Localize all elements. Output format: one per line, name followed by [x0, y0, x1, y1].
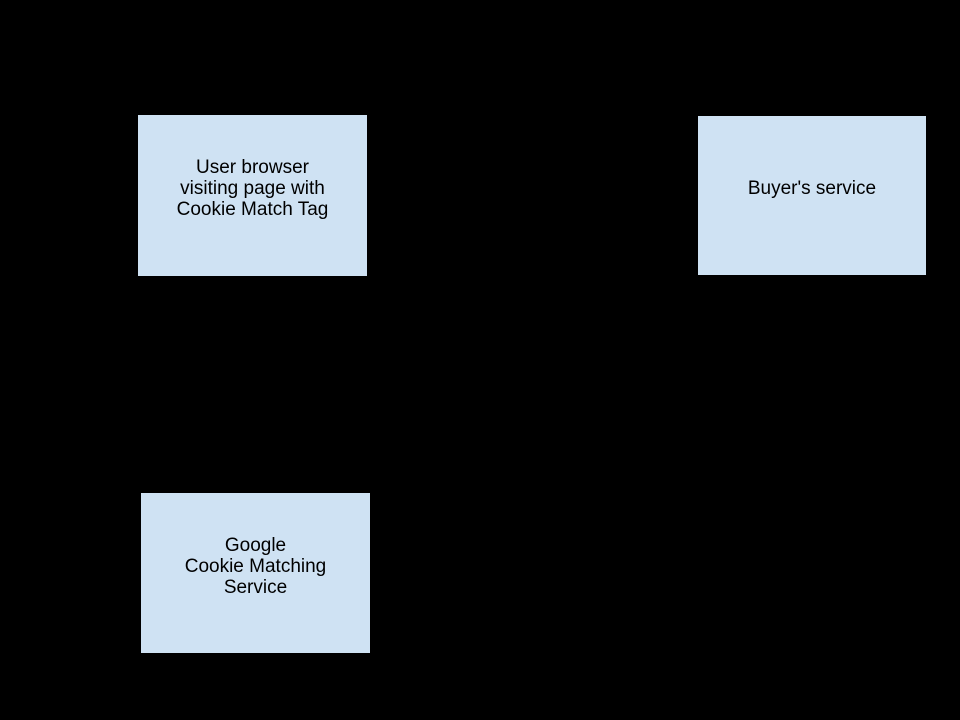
- node-buyers-service-label: Buyer's service: [747, 178, 877, 199]
- node-google-cookie-matching-service-label: Google Cookie Matching Service: [184, 534, 327, 598]
- node-google-cookie-matching-service: Google Cookie Matching Service: [140, 492, 371, 654]
- node-user-browser: User browser visiting page with Cookie M…: [137, 114, 368, 277]
- node-buyers-service: Buyer's service: [697, 115, 927, 276]
- node-user-browser-label: User browser visiting page with Cookie M…: [176, 157, 329, 220]
